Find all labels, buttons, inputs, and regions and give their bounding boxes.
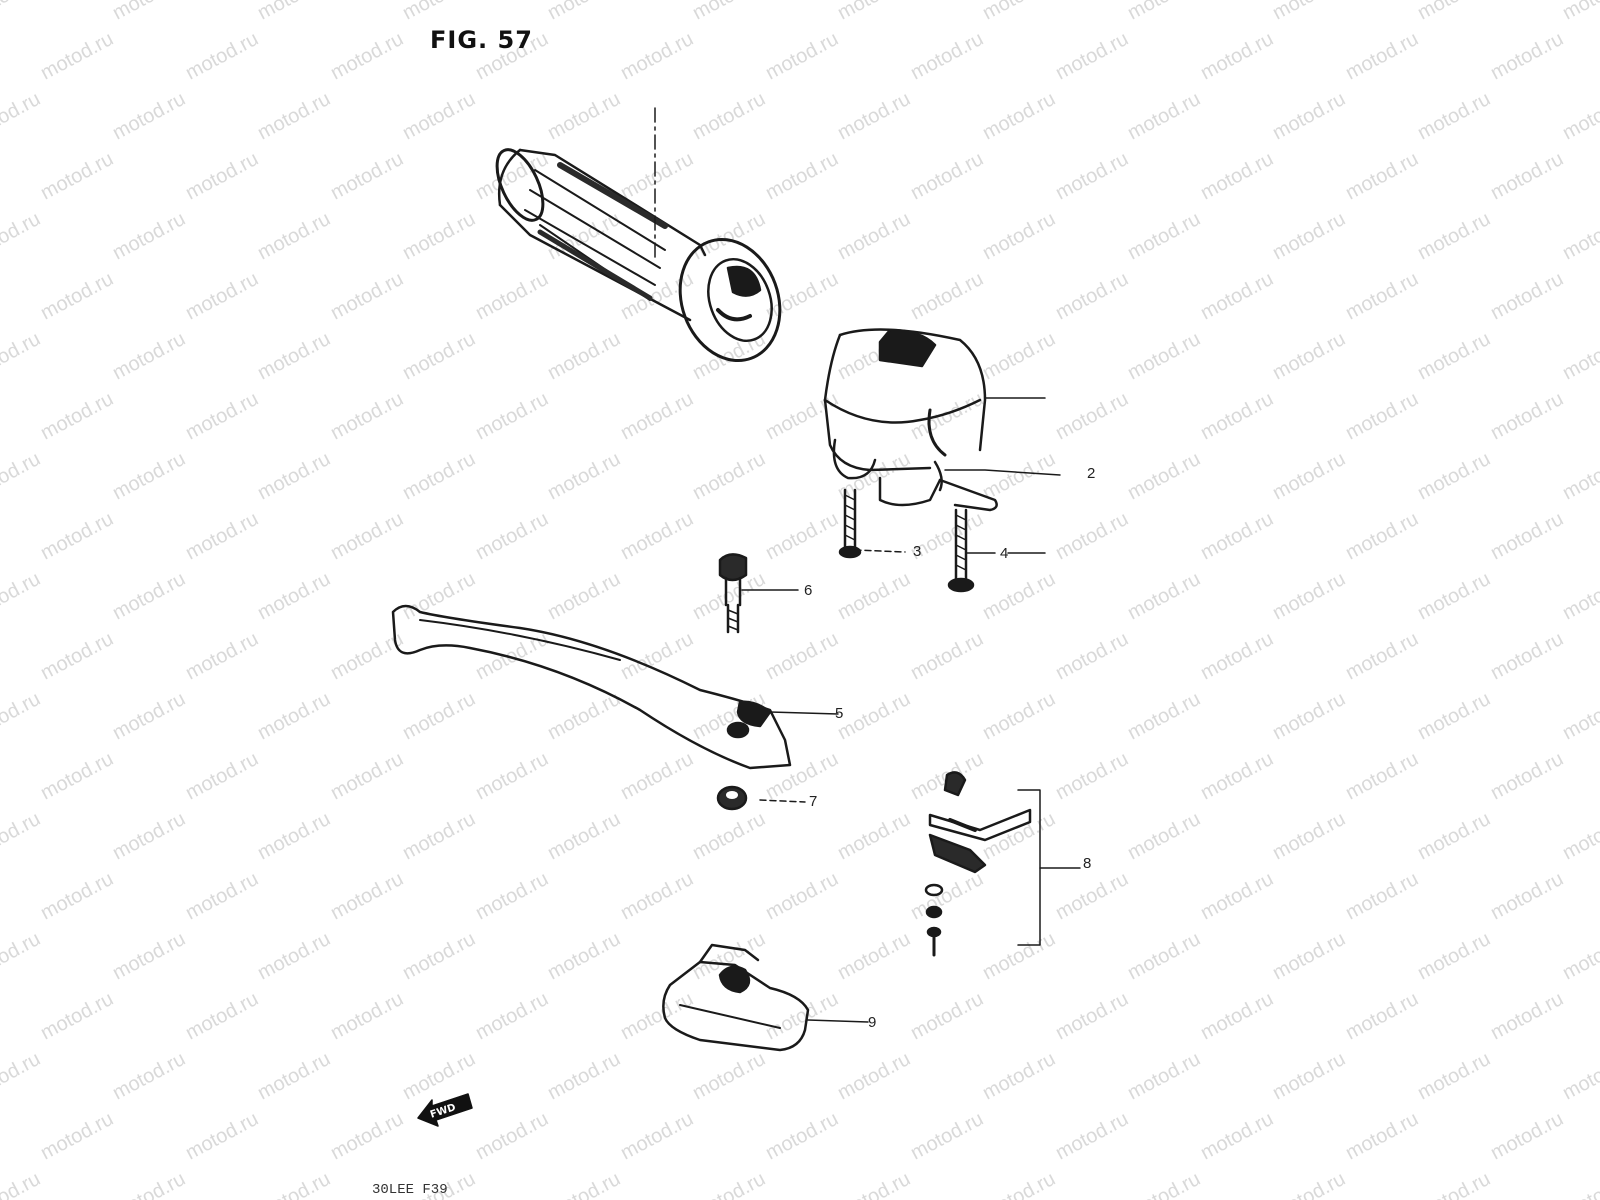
callout-6: 6 (804, 582, 813, 599)
brake-switch-icon (924, 771, 1081, 957)
callout-4: 4 (1000, 545, 1009, 562)
nut-icon (716, 785, 806, 811)
callout-9: 9 (868, 1014, 877, 1031)
callout-7: 7 (809, 793, 818, 810)
callout-2: 2 (1087, 465, 1096, 482)
bolt-icon (718, 553, 748, 634)
callout-5: 5 (835, 705, 844, 722)
callout-3: 3 (913, 543, 922, 560)
figure-title: FIG. 57 (430, 26, 533, 54)
lever-cover-icon (662, 943, 869, 1052)
callout-8: 8 (1083, 855, 1092, 872)
switch-housing-icon (823, 328, 1046, 512)
screw-icon (947, 508, 975, 593)
throttle-grip-icon (495, 107, 782, 363)
footer-code: 30LEE F39 (372, 1182, 448, 1198)
fwd-arrow-icon (417, 1093, 473, 1127)
screw-icon (838, 488, 862, 559)
brake-lever-icon (391, 604, 839, 770)
